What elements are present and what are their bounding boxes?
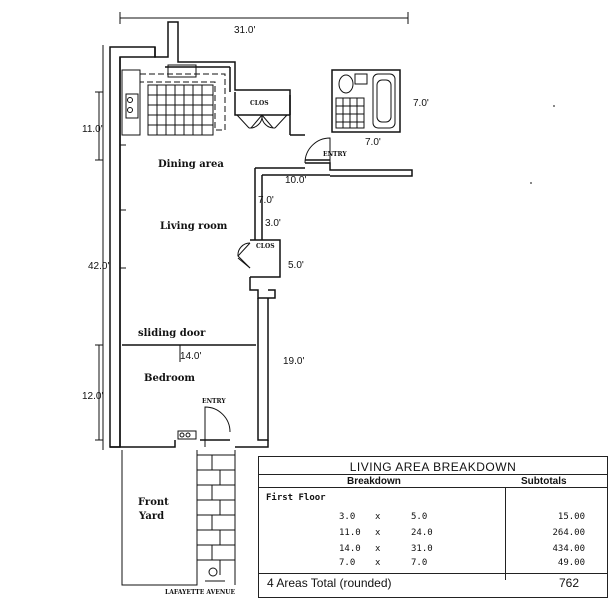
label-street: LAFAYETTE AVENUE — [165, 589, 236, 596]
subtotals-column-header: Subtotals — [521, 476, 567, 487]
label-entry-upper: ENTRY — [323, 151, 347, 158]
column-divider — [505, 487, 506, 580]
label-entry-lower: ENTRY — [202, 398, 226, 405]
dim-bath-bottom: 7.0' — [365, 137, 381, 148]
bedroom-entry-door — [177, 406, 231, 447]
left-dimensions — [95, 45, 104, 450]
dim-top-width: 31.0' — [234, 25, 255, 36]
dim-bedroom-width: 14.0' — [180, 351, 201, 362]
front-yard — [121, 450, 236, 586]
top-dimension — [119, 12, 409, 24]
dim-bedroom-right: 19.0' — [283, 356, 304, 367]
dim-bath-right: 7.0' — [413, 98, 429, 109]
label-bedroom: Bedroom — [144, 373, 195, 384]
label-front: Front — [138, 497, 169, 508]
breakdown-column-header: Breakdown — [347, 476, 401, 487]
lower-closet-doors — [237, 242, 251, 269]
breakdown-title: LIVING AREA BREAKDOWN — [349, 460, 517, 474]
wall-ticks — [120, 144, 126, 269]
entry-upper-door — [304, 137, 331, 164]
label-living-room: Living room — [160, 221, 228, 232]
dim-clos-height: 5.0' — [288, 260, 304, 271]
dim-bedroom-height: 12.0' — [82, 391, 103, 402]
label-clos-lower: CLOS — [256, 243, 275, 250]
floor-label: First Floor — [266, 493, 326, 503]
dim-entry-wall: 10.0' — [285, 175, 306, 186]
dim-clos-width: 3.0' — [265, 218, 281, 229]
label-yard: Yard — [138, 511, 164, 522]
total-value: 762 — [558, 576, 579, 590]
dim-hall-short: 7.0' — [258, 195, 274, 206]
label-sliding-door: sliding door — [138, 328, 206, 339]
bathroom — [331, 69, 401, 133]
dim-kitchen-height: 11.0' — [82, 124, 103, 135]
living-area-breakdown: LIVING AREA BREAKDOWN Breakdown Subtotal… — [258, 456, 608, 598]
label-dining-area: Dining area — [158, 159, 224, 170]
main-walls — [109, 21, 413, 448]
label-clos-upper: CLOS — [250, 100, 269, 107]
dim-overall-height: 42.0' — [88, 261, 109, 272]
total-label: 4 Areas Total (rounded) — [267, 576, 392, 590]
kitchen-tiles — [121, 64, 226, 136]
upper-closet-doors — [236, 114, 288, 129]
